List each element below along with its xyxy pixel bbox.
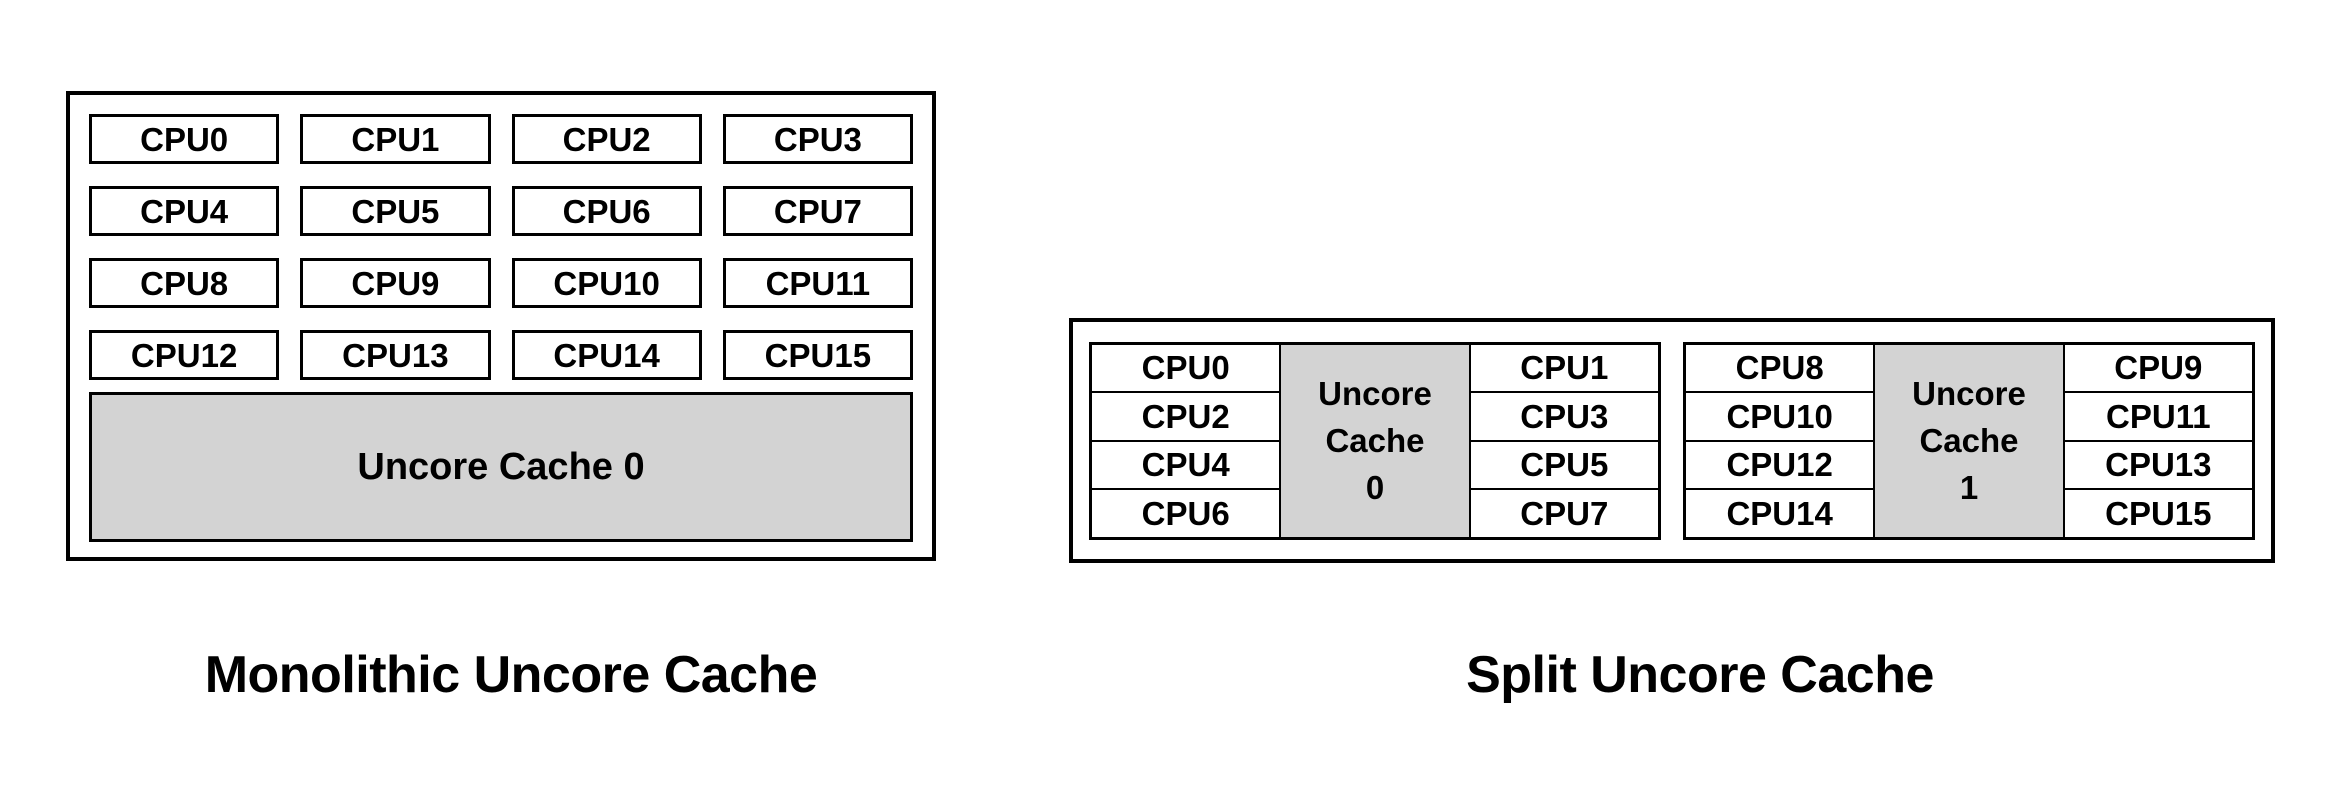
cpu-box: CPU5 — [300, 186, 491, 236]
uncore-cache-1-cell: Uncore Cache 1 — [1875, 344, 2063, 537]
cpu-cell: CPU12 — [1686, 441, 1874, 488]
cpu-box: CPU9 — [300, 258, 491, 308]
cpu-box: CPU8 — [89, 258, 280, 308]
cpu-box: CPU6 — [511, 186, 702, 236]
cpu-box: CPU0 — [89, 114, 280, 164]
cache-cluster-1: CPU8 CPU9 CPU10 CPU11 CPU12 CPU13 CPU14 … — [1683, 341, 2255, 540]
cpu-box: CPU12 — [89, 330, 280, 380]
cpu-cell: CPU8 — [1686, 344, 1874, 391]
cpu-box: CPU7 — [722, 186, 913, 236]
cache-label-line: Uncore — [1318, 375, 1432, 412]
cpu-box: CPU4 — [89, 186, 280, 236]
monolithic-diagram: CPU0 CPU1 CPU2 CPU3 CPU4 CPU5 CPU6 CPU7 … — [66, 91, 936, 561]
cpu-box: CPU11 — [722, 258, 913, 308]
cpu-box: CPU14 — [511, 330, 702, 380]
cache-label-line: Cache — [1325, 422, 1425, 459]
cpu-cell: CPU5 — [1470, 441, 1658, 488]
cpu-cell: CPU3 — [1470, 393, 1658, 440]
cpu-cell: CPU0 — [1092, 344, 1280, 391]
cpu-cell: CPU1 — [1470, 344, 1658, 391]
cpu-cell: CPU14 — [1686, 490, 1874, 537]
cache-label-line: Cache — [1919, 422, 2019, 459]
cache-label-line: 1 — [1959, 469, 1979, 506]
split-diagram: CPU0 CPU1 CPU2 CPU3 CPU4 CPU5 CPU6 CPU7 … — [1069, 318, 2275, 563]
cpu-cell: CPU11 — [2064, 393, 2252, 440]
cpu-cell: CPU10 — [1686, 393, 1874, 440]
cpu-box: CPU13 — [300, 330, 491, 380]
cpu-cell: CPU4 — [1092, 441, 1280, 488]
cpu-box: CPU2 — [511, 114, 702, 164]
split-caption: Split Uncore Cache — [1466, 646, 1934, 704]
cache-label-line: Uncore — [1912, 375, 2026, 412]
cpu-cell: CPU15 — [2064, 490, 2252, 537]
uncore-cache-0-box: Uncore Cache 0 — [89, 392, 913, 542]
cpu-cell: CPU6 — [1092, 490, 1280, 537]
uncore-cache-0-cell: Uncore Cache 0 — [1281, 344, 1469, 537]
cpu-cell: CPU2 — [1092, 393, 1280, 440]
cpu-box: CPU15 — [722, 330, 913, 380]
cpu-grid: CPU0 CPU1 CPU2 CPU3 CPU4 CPU5 CPU6 CPU7 … — [89, 114, 913, 380]
cpu-box: CPU10 — [511, 258, 702, 308]
cpu-box: CPU3 — [722, 114, 913, 164]
cache-cluster-0: CPU0 CPU1 CPU2 CPU3 CPU4 CPU5 CPU6 CPU7 … — [1089, 341, 1661, 540]
cpu-cell: CPU13 — [2064, 441, 2252, 488]
cpu-box: CPU1 — [300, 114, 491, 164]
monolithic-caption: Monolithic Uncore Cache — [204, 646, 818, 704]
cache-label-line: 0 — [1365, 469, 1385, 506]
cpu-cell: CPU7 — [1470, 490, 1658, 537]
cpu-cell: CPU9 — [2064, 344, 2252, 391]
